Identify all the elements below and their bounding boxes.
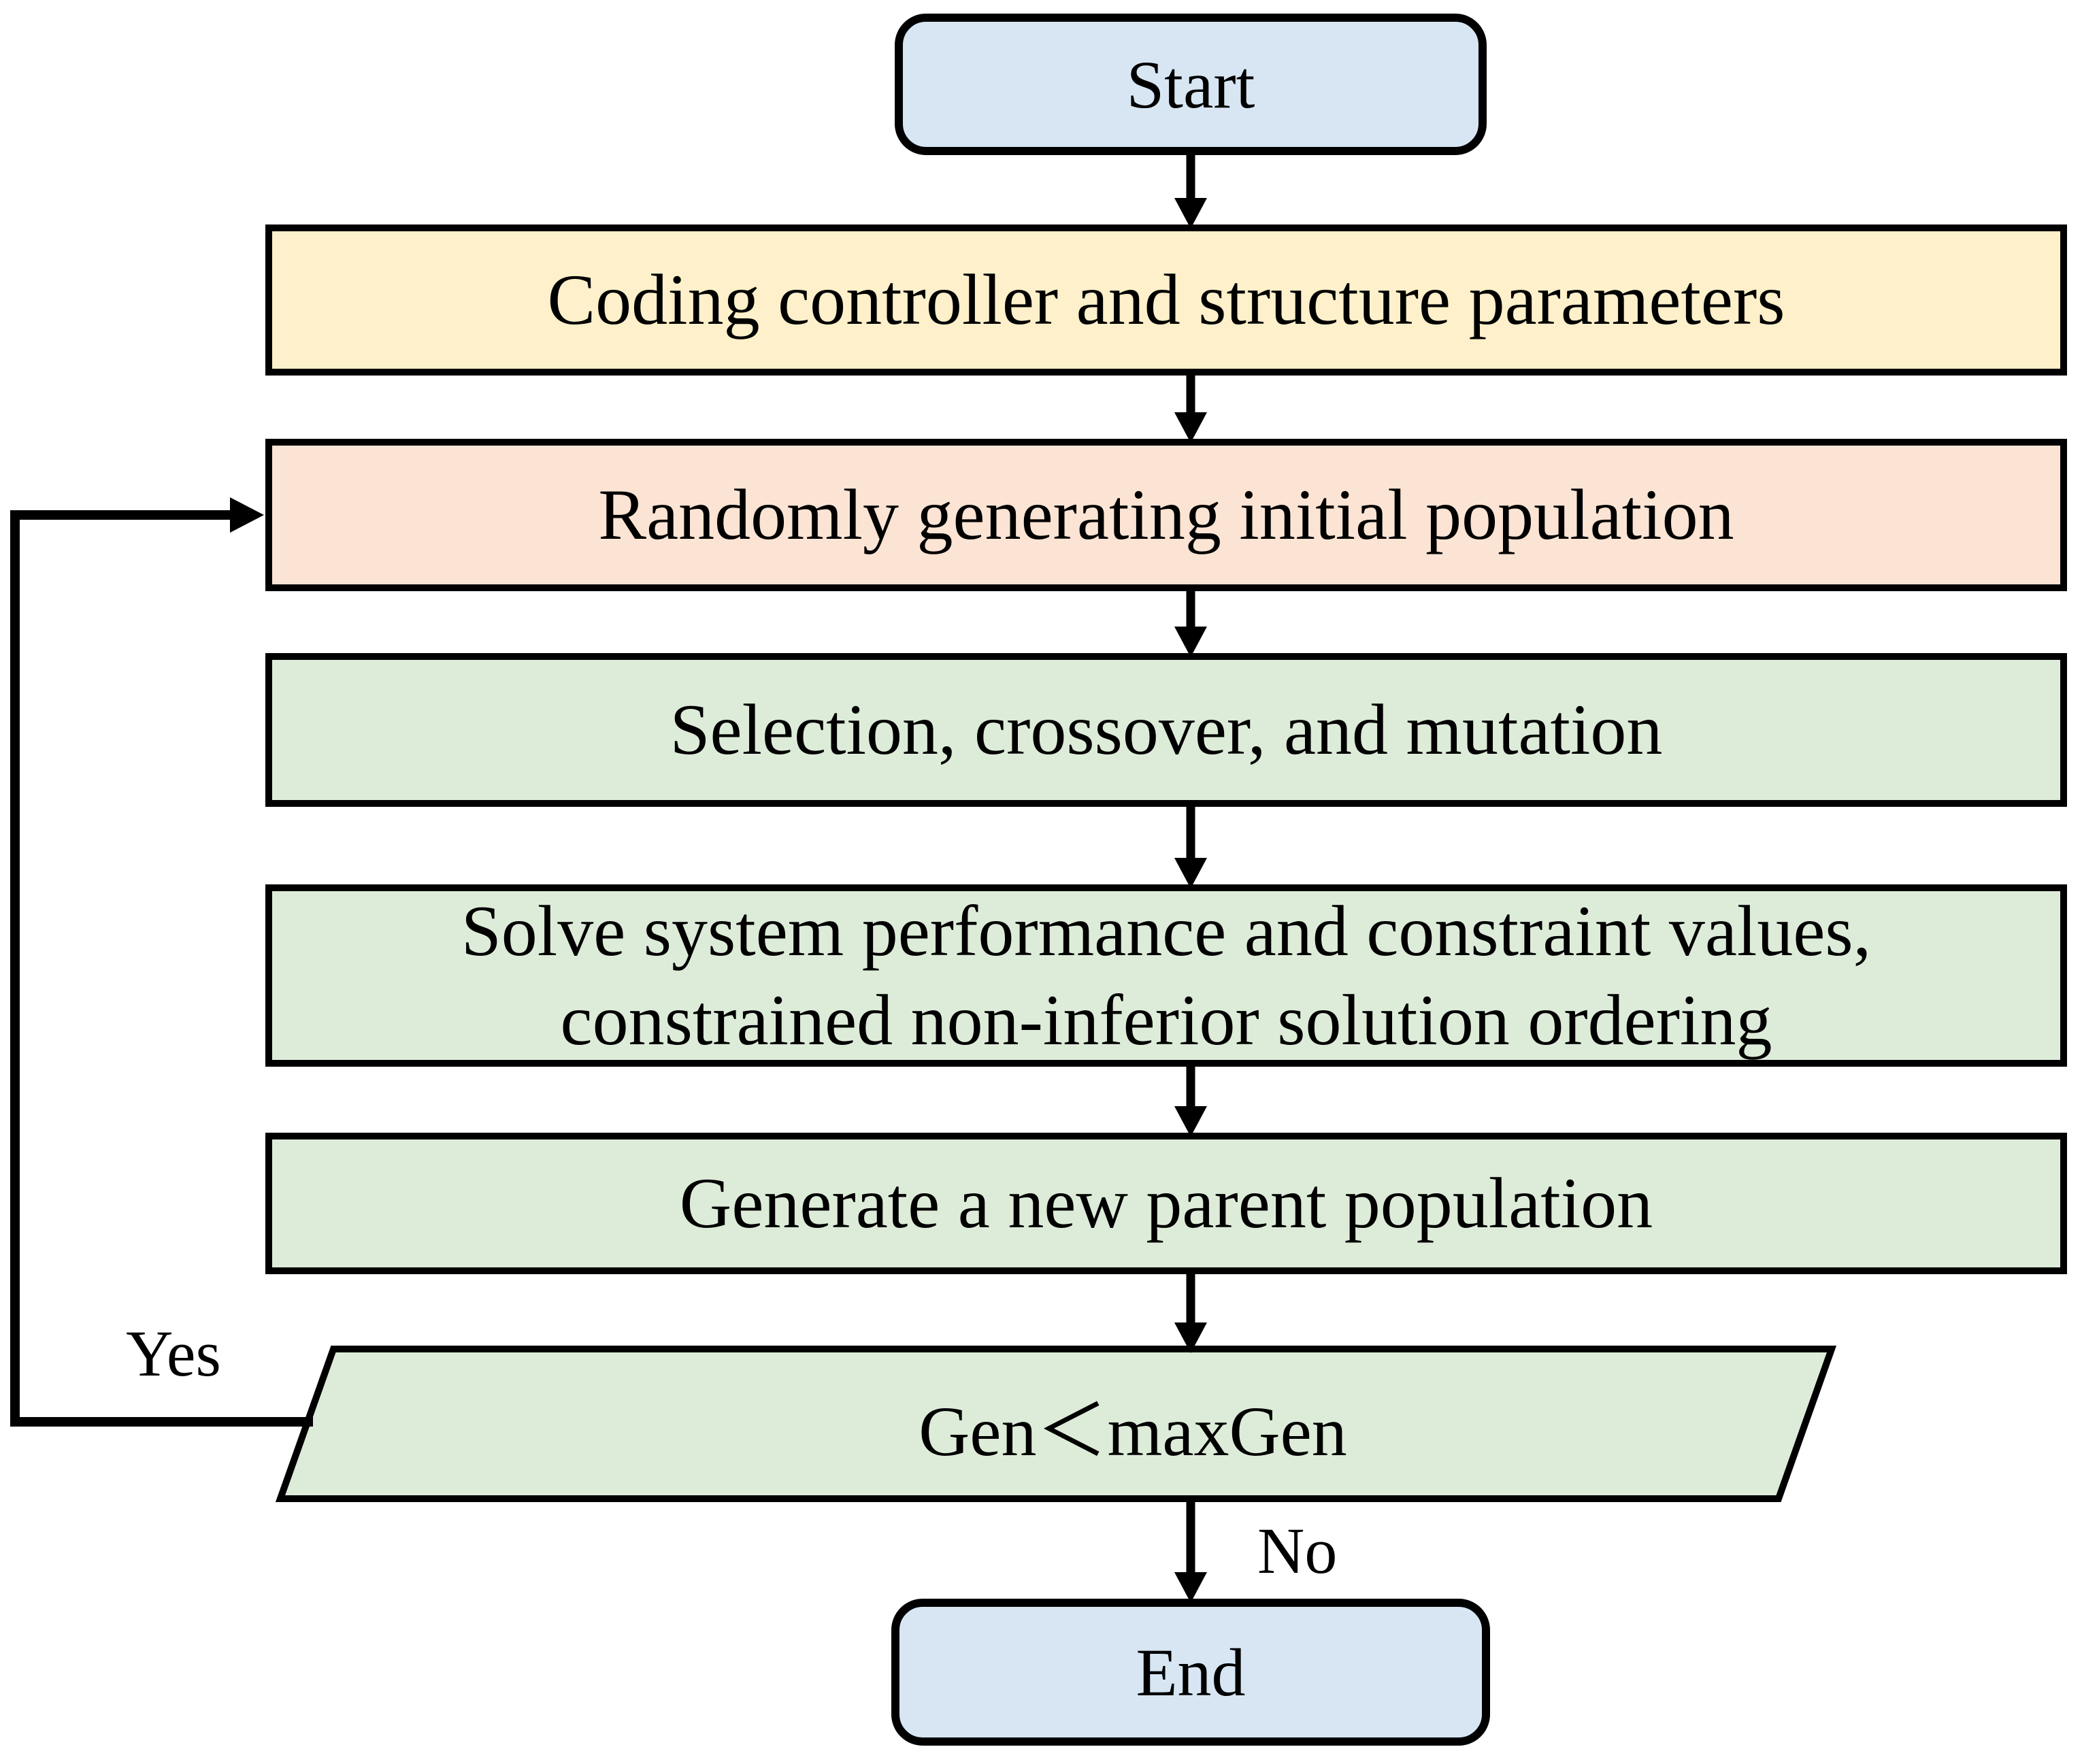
node-solve-performance-line1: Solve system performance and constraint … [461,891,1872,971]
node-solve-performance-line2: constrained non-inferior solution orderi… [560,980,1772,1060]
arrow-start-to-coding [1174,155,1207,229]
arrow-generate-to-decision [1174,1274,1207,1353]
arrow-selection-to-solve [1174,807,1207,888]
node-start: Start [895,14,1487,155]
decision-parallelogram [275,1346,1837,1502]
node-random-initial-population-label: Randomly generating initial population [598,475,1734,555]
node-start-label: Start [1126,46,1255,122]
node-coding-parameters: Coding controller and structure paramete… [265,224,2067,376]
node-decision-gen-maxgen: Gen＜maxGen [340,1349,1926,1499]
arrow-no-decision-to-end [1174,1500,1207,1603]
arrow-solve-to-generate [1174,1067,1207,1137]
node-end-label: End [1136,1634,1246,1710]
edge-label-no: No [1257,1514,1338,1587]
arrow-random-to-selection [1174,591,1207,657]
node-coding-parameters-label: Coding controller and structure paramete… [547,260,1785,340]
arrow-yes-loop-decision-to-random [10,497,313,1427]
edge-label-yes: Yes [126,1317,221,1390]
node-random-initial-population: Randomly generating initial population [265,439,2067,591]
arrow-coding-to-random [1174,376,1207,443]
node-selection-crossover-mutation-label: Selection, crossover, and mutation [670,690,1663,770]
node-generate-parent-population: Generate a new parent population [265,1133,2067,1274]
node-selection-crossover-mutation: Selection, crossover, and mutation [265,653,2067,807]
node-generate-parent-population-label: Generate a new parent population [679,1163,1653,1244]
node-end: End [891,1599,1490,1746]
node-solve-performance-ordering: Solve system performance and constraint … [265,884,2067,1067]
node-decision-gen-maxgen-label: Gen＜maxGen [919,1392,1347,1471]
